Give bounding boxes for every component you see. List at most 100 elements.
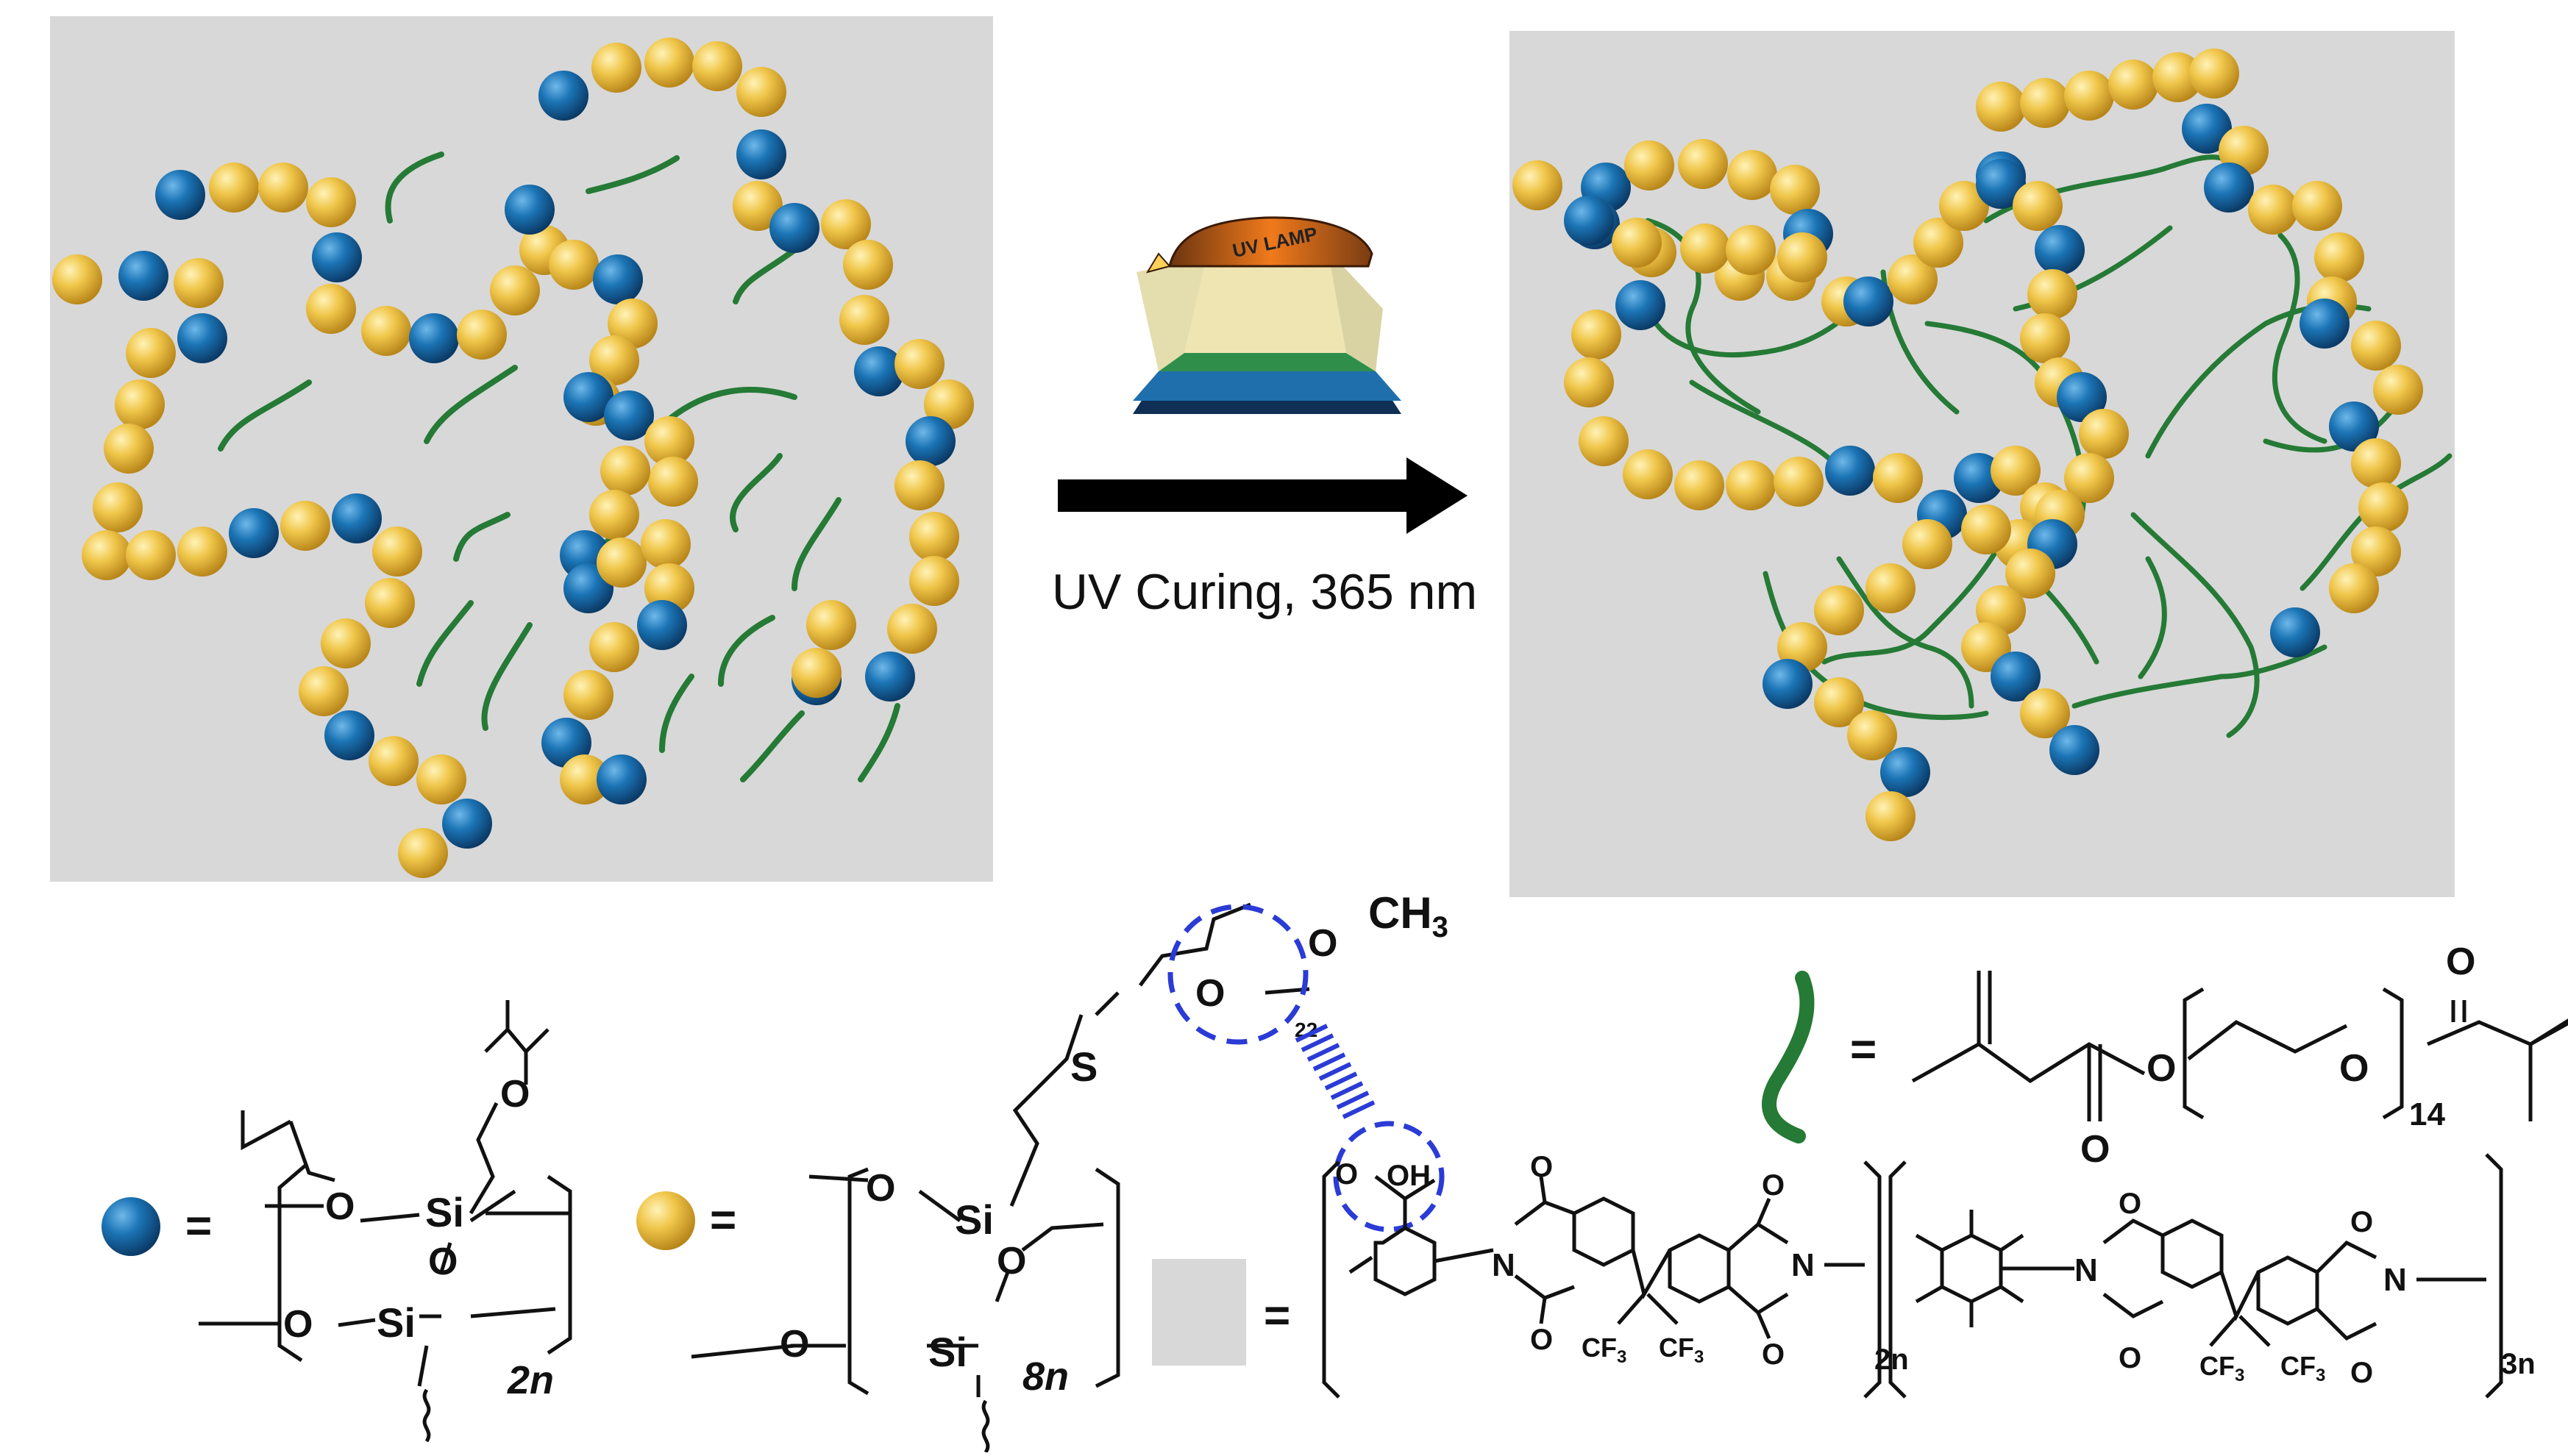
blue-o-3: O	[428, 1241, 458, 1283]
yellow-bead	[792, 648, 842, 698]
yellow-bead	[2351, 321, 2401, 371]
blue-o-1: O	[500, 1073, 530, 1116]
crosslinker-chain	[2272, 232, 2327, 444]
yellow-bead	[1847, 710, 1897, 760]
blue-bead	[1991, 652, 2041, 702]
yellow-bead	[306, 284, 356, 334]
blue-bead	[637, 600, 687, 650]
methyl-label: CH3	[1368, 888, 1448, 943]
acid-o-label: O	[1335, 1158, 1358, 1191]
legend-yellow-equals: =	[710, 1195, 736, 1246]
yellow-bead	[909, 556, 959, 606]
yellow-bead	[597, 538, 647, 588]
blue-bead	[906, 416, 956, 466]
yellow-bead	[398, 828, 448, 878]
crosslinker-chain	[666, 387, 797, 422]
yellow-bead	[2329, 563, 2379, 613]
blue-bead	[593, 254, 643, 304]
yellow-bead	[2027, 269, 2077, 319]
yellow-bead	[2020, 688, 2070, 738]
yellow-bead	[692, 41, 742, 91]
blue-bead	[1763, 659, 1813, 709]
yellow-bead	[839, 295, 889, 345]
blue-bead	[505, 185, 555, 235]
blue-bead	[865, 652, 915, 702]
cf3-3: CF3	[2199, 1351, 2244, 1385]
yellow-bead	[372, 527, 422, 577]
yellow-bead	[736, 67, 786, 117]
legend-blue-equals: =	[185, 1201, 212, 1252]
yellow-bead	[365, 578, 415, 628]
yellow-bead	[806, 600, 856, 650]
crosslinker-chain	[792, 497, 842, 591]
yellow-bead	[641, 519, 691, 569]
yellow-o-2: O	[997, 1240, 1026, 1282]
yellow-bead	[1777, 232, 1827, 282]
yellow-bead	[1571, 310, 1621, 360]
imide-o-5: O	[2119, 1188, 2141, 1220]
blue-bead	[2035, 225, 2085, 275]
yellow-bead	[821, 199, 871, 249]
imide-o-6: O	[2119, 1342, 2141, 1374]
yellow-bead	[115, 379, 165, 429]
blue-bead	[2204, 163, 2254, 213]
yellow-bead	[306, 177, 356, 227]
yellow-bead	[1913, 218, 1963, 268]
yellow-repeat-label: 8n	[1022, 1355, 1069, 1399]
blue-bead	[1825, 446, 1875, 496]
yellow-bead	[1612, 218, 1662, 268]
xl-o-3: O	[2339, 1047, 2369, 1090]
yellow-bead	[2020, 78, 2070, 128]
imide-o-1: O	[1530, 1151, 1553, 1183]
yellow-bead	[2248, 185, 2298, 235]
blue-bead	[229, 508, 279, 558]
yellow-bead	[894, 460, 945, 510]
uv-lamp-icon: UV LAMP	[1133, 216, 1401, 414]
blue-bead	[854, 346, 904, 396]
yellow-bead-structure	[691, 902, 1310, 1454]
crosslinker-chain	[718, 615, 775, 687]
blue-bead	[2329, 402, 2379, 452]
imide-n-3: N	[2074, 1252, 2098, 1288]
yellow-bead	[2358, 482, 2408, 532]
yellow-bead	[1624, 140, 1674, 190]
yellow-bead	[591, 43, 641, 93]
yellow-bead	[2064, 453, 2114, 503]
yellow-bead	[258, 163, 308, 213]
sulfur-label: S	[1070, 1043, 1098, 1090]
blue-repeat-label: 2n	[507, 1358, 554, 1402]
yellow-bead	[1814, 585, 1864, 635]
blue-bead	[2270, 607, 2320, 657]
blue-extra-o: O	[283, 1303, 313, 1346]
crosslinker-chain	[858, 703, 900, 782]
blue-bead	[409, 313, 459, 363]
blue-bead	[563, 372, 613, 422]
yellow-bead	[1512, 160, 1562, 210]
blue-bead	[324, 710, 374, 760]
acid-highlight-circle	[1333, 1121, 1445, 1232]
yellow-bead	[126, 328, 176, 378]
crosslinker-chain	[424, 365, 518, 444]
yellow-bead	[648, 457, 698, 507]
yellow-bead	[2373, 365, 2423, 415]
imide-o-7: O	[2350, 1206, 2373, 1238]
yellow-bead	[361, 306, 411, 356]
yellow-bead	[589, 490, 639, 540]
crosslinker-chain	[1821, 527, 2011, 665]
pi-repeat-a: 2n	[1874, 1343, 1909, 1376]
yellow-bead	[1976, 82, 2026, 132]
imide-n-2: N	[1791, 1247, 1815, 1283]
crosslinker-chain	[2138, 556, 2167, 679]
yellow-bead	[104, 424, 154, 474]
cured-bead-chains	[1512, 49, 2423, 841]
blue-bead	[2182, 104, 2232, 154]
yellow-bead	[2189, 49, 2239, 99]
process-arrow	[1058, 457, 1468, 534]
crosslinker-chain	[1836, 556, 1974, 709]
legend-matrix-swatch	[1152, 1259, 1246, 1366]
yellow-bead	[1674, 460, 1724, 510]
xl-o-1: O	[2146, 1047, 2176, 1090]
yellow-bead	[2152, 52, 2202, 102]
imide-o-3: O	[1762, 1169, 1785, 1202]
